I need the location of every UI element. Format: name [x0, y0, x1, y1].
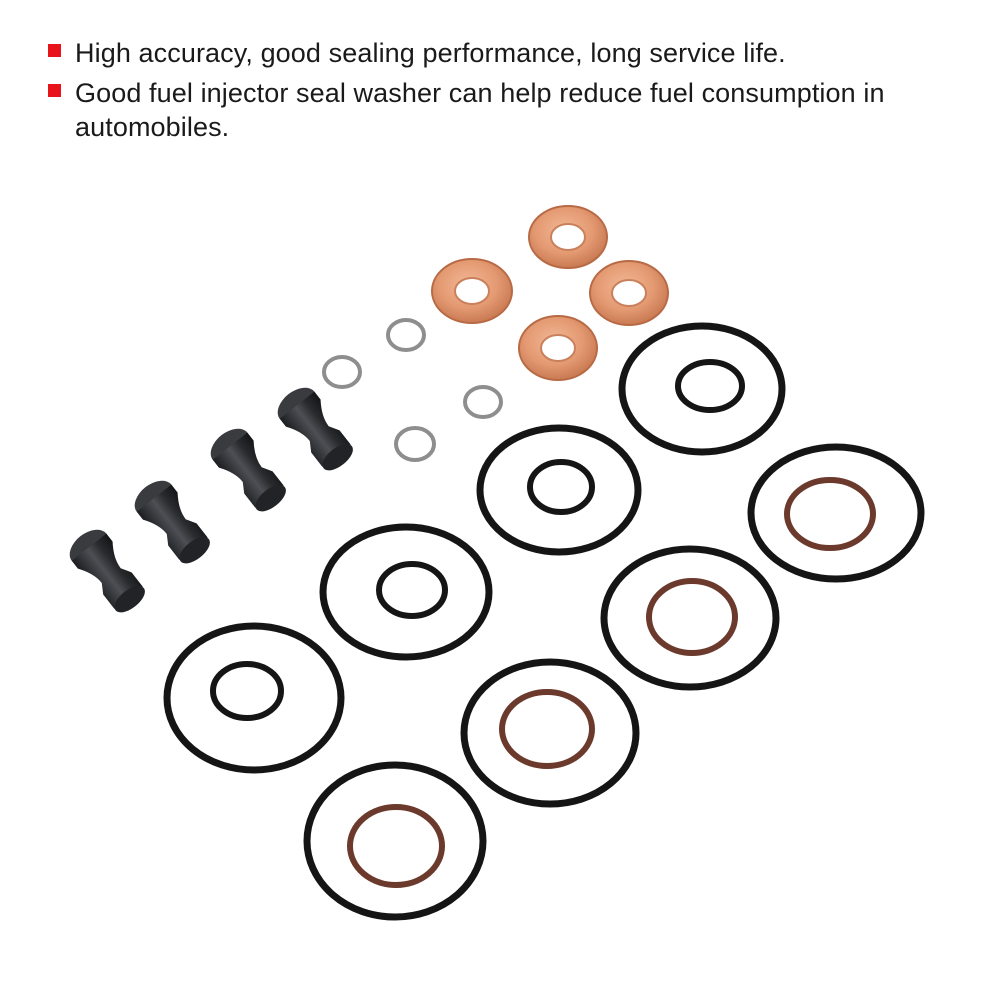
feature-item: High accuracy, good sealing performance,…	[48, 36, 948, 70]
snap-rings	[322, 318, 503, 462]
o-ring-set	[600, 545, 780, 691]
metal-pin	[210, 428, 286, 512]
copper-washer	[431, 258, 513, 324]
copper-washer	[589, 260, 669, 326]
metal-pins	[69, 387, 353, 613]
metal-pin	[69, 529, 145, 613]
snap-ring	[322, 355, 362, 389]
copper-washers	[431, 205, 669, 381]
o-ring-set	[747, 443, 925, 583]
red-square-bullet-icon	[48, 44, 61, 57]
feature-text: Good fuel injector seal washer can help …	[75, 78, 885, 142]
snap-ring	[463, 385, 503, 419]
red-square-bullet-icon	[48, 84, 61, 97]
o-ring-sets	[163, 322, 925, 921]
o-ring-set	[319, 523, 493, 661]
metal-pin	[134, 480, 210, 564]
snap-ring	[386, 318, 426, 352]
feature-text: High accuracy, good sealing performance,…	[75, 38, 786, 68]
metal-pin	[277, 387, 353, 471]
o-ring-set	[618, 322, 786, 456]
copper-washer	[528, 205, 608, 269]
o-ring-set	[476, 424, 642, 556]
copper-washer	[518, 315, 598, 381]
o-ring-set	[303, 761, 487, 921]
feature-list: High accuracy, good sealing performance,…	[48, 36, 948, 150]
feature-item: Good fuel injector seal washer can help …	[48, 76, 948, 144]
snap-ring	[394, 426, 436, 462]
o-ring-set	[163, 622, 345, 774]
o-ring-set	[460, 658, 640, 808]
